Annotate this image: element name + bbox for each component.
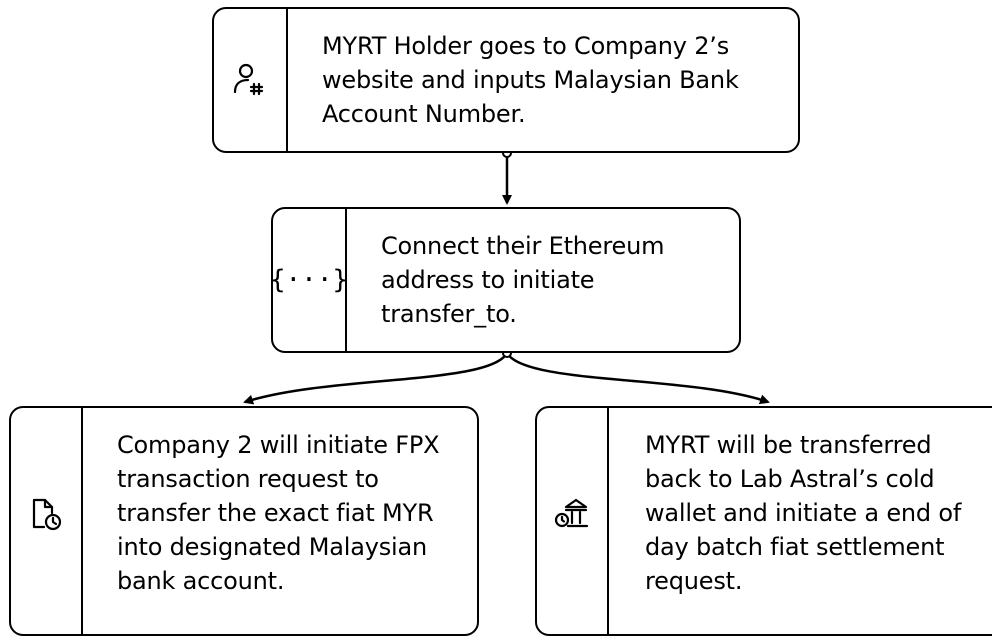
fpx-step-node: Company 2 will initiate FPX transaction … <box>9 406 479 636</box>
connect-step-node: {···} Connect their Ethereum address to … <box>269 207 741 353</box>
text-line: wallet and initiate a end of <box>645 499 962 527</box>
connect-step-text: Connect their Ethereum address to initia… <box>347 209 739 351</box>
flow-connectors <box>243 148 770 405</box>
user-hash-icon <box>214 9 288 151</box>
fpx-step-text: Company 2 will initiate FPX transaction … <box>83 408 477 634</box>
text-line: Company 2 will initiate FPX <box>117 431 440 459</box>
text-line: day batch fiat settlement <box>645 533 945 561</box>
text-line: MYRT Holder goes to Company 2’s <box>322 32 730 60</box>
bank-clock-icon <box>537 408 609 634</box>
text-line: request. <box>645 567 743 595</box>
text-line: into designated Malaysian <box>117 533 428 561</box>
text-line: Connect their Ethereum <box>381 232 665 260</box>
code-braces-glyph: {···} <box>269 265 349 295</box>
code-braces-icon: {···} <box>269 209 349 351</box>
text-line: MYRT will be transferred <box>645 431 932 459</box>
holder-step-text: MYRT Holder goes to Company 2’s website … <box>288 9 798 151</box>
edge-connect-to-fpx <box>243 352 509 405</box>
text-line: transfer_to. <box>381 300 517 328</box>
text-line: transfer the exact fiat MYR <box>117 499 434 527</box>
document-clock-icon <box>11 408 83 634</box>
holder-step-node: MYRT Holder goes to Company 2’s website … <box>212 7 800 153</box>
text-line: bank account. <box>117 567 285 595</box>
transfer-step-node: MYRT will be transferred back to Lab Ast… <box>535 406 992 636</box>
text-line: website and inputs Malaysian Bank <box>322 66 739 94</box>
transfer-step-text: MYRT will be transferred back to Lab Ast… <box>609 408 992 634</box>
text-line: address to initiate <box>381 266 595 294</box>
text-line: transaction request to <box>117 465 379 493</box>
edge-holder-to-connect <box>502 148 512 205</box>
edge-connect-to-transfer <box>502 348 770 405</box>
text-line: Account Number. <box>322 100 526 128</box>
text-line: back to Lab Astral’s cold <box>645 465 935 493</box>
